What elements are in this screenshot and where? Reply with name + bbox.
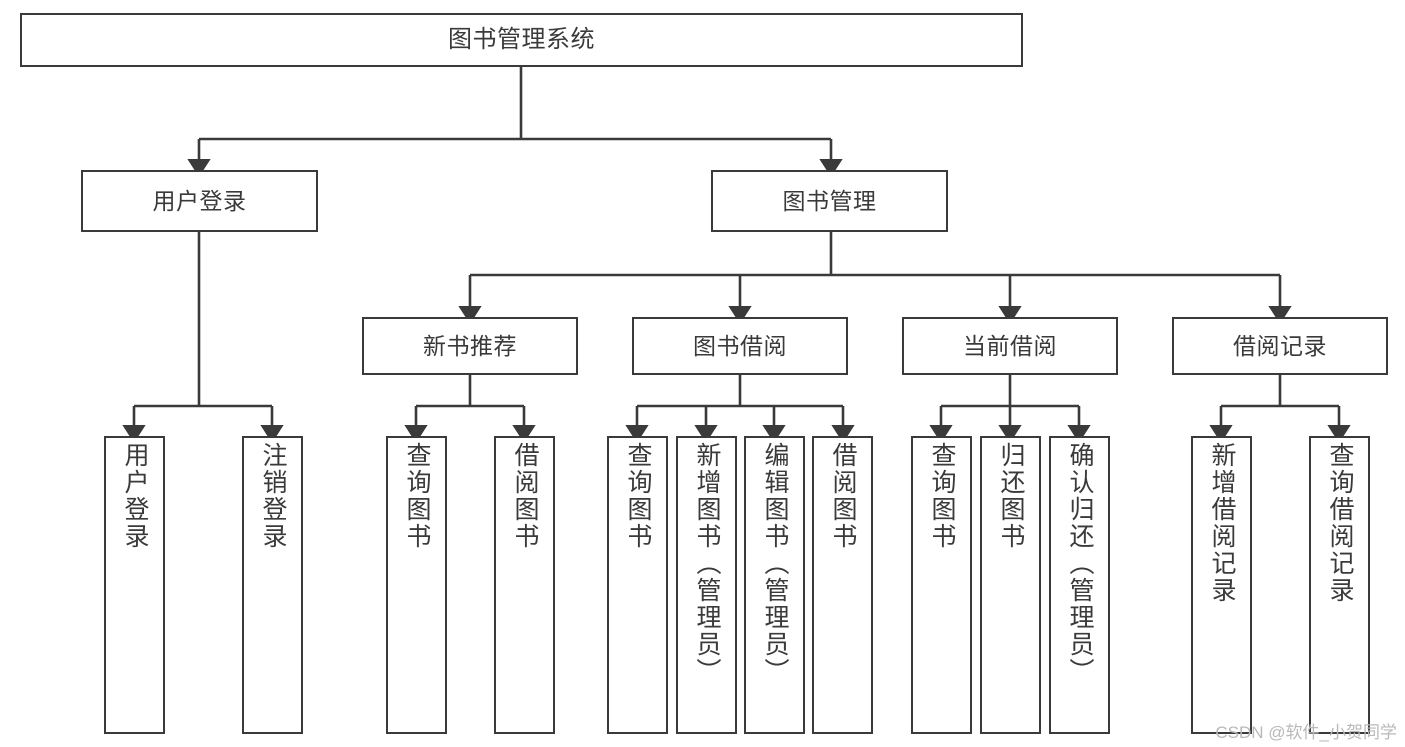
node-book-manage[interactable]: 图书管理 [711,170,948,232]
node-leaf-borrow-book-1-label: 借阅图书 [511,442,539,550]
node-book-manage-label: 图书管理 [782,187,877,214]
node-new-book-recommend[interactable]: 新书推荐 [362,317,578,375]
node-leaf-query-record[interactable]: 查询借阅记录 [1309,436,1370,734]
csdn-watermark: CSDN @软件_小贺同学 [1215,723,1397,742]
node-borrow-record-label: 借阅记录 [1233,332,1327,359]
node-new-book-recommend-label: 新书推荐 [423,332,517,359]
node-leaf-borrow-book-1[interactable]: 借阅图书 [494,436,555,734]
node-leaf-query-book-3-label: 查询图书 [928,442,956,550]
node-book-borrow[interactable]: 图书借阅 [632,317,848,375]
node-leaf-query-book-1-label: 查询图书 [403,442,431,550]
node-book-borrow-label: 图书借阅 [693,332,787,359]
node-leaf-confirm-return-label: 确认归还（管理员） [1066,442,1094,685]
node-leaf-user-logout[interactable]: 注销登录 [242,436,303,734]
node-current-borrow-label: 当前借阅 [963,332,1057,359]
node-leaf-query-book-1[interactable]: 查询图书 [386,436,447,734]
node-leaf-add-record[interactable]: 新增借阅记录 [1191,436,1252,734]
node-leaf-confirm-return[interactable]: 确认归还（管理员） [1049,436,1110,734]
node-leaf-edit-book[interactable]: 编辑图书（管理员） [744,436,805,734]
node-user-login-label: 用户登录 [152,187,247,214]
node-leaf-borrow-book-2-label: 借阅图书 [829,442,857,550]
node-leaf-user-login[interactable]: 用户登录 [104,436,165,734]
node-leaf-add-book[interactable]: 新增图书（管理员） [676,436,737,734]
node-leaf-user-login-label: 用户登录 [121,442,149,550]
node-root[interactable]: 图书管理系统 [20,13,1023,67]
node-root-label: 图书管理系统 [448,26,595,54]
node-borrow-record[interactable]: 借阅记录 [1172,317,1388,375]
node-leaf-query-book-2-label: 查询图书 [624,442,652,550]
node-leaf-query-book-2[interactable]: 查询图书 [607,436,668,734]
node-leaf-query-book-3[interactable]: 查询图书 [911,436,972,734]
node-leaf-edit-book-label: 编辑图书（管理员） [761,442,789,685]
node-leaf-return-book-label: 归还图书 [997,442,1025,550]
node-leaf-return-book[interactable]: 归还图书 [980,436,1041,734]
node-leaf-user-logout-label: 注销登录 [259,442,287,550]
node-leaf-add-record-label: 新增借阅记录 [1208,442,1236,604]
node-user-login[interactable]: 用户登录 [81,170,318,232]
node-leaf-borrow-book-2[interactable]: 借阅图书 [812,436,873,734]
node-leaf-query-record-label: 查询借阅记录 [1326,442,1354,604]
node-leaf-add-book-label: 新增图书（管理员） [693,442,721,685]
node-current-borrow[interactable]: 当前借阅 [902,317,1118,375]
